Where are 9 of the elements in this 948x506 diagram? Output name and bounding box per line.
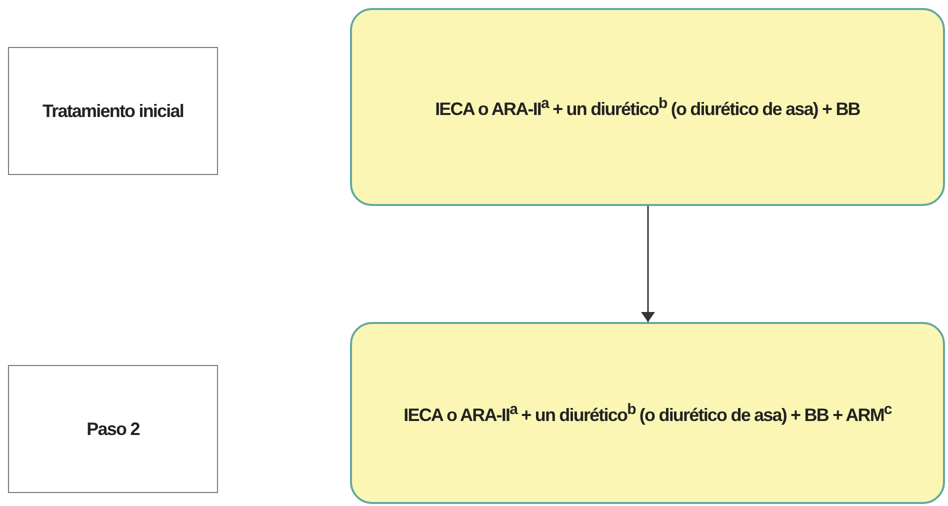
arrow bbox=[641, 206, 655, 322]
stage-text: Paso 2 bbox=[86, 418, 140, 440]
treatment-step-box bbox=[350, 322, 945, 504]
treatment-text: IECA o ARA-II$^{a}$ + un diurético$^{b}$ (o diurético de asa) + BB bbox=[434, 94, 861, 120]
stage-label-box bbox=[8, 47, 218, 175]
treatment-step-box bbox=[350, 8, 945, 206]
stage-label-box bbox=[8, 365, 218, 493]
treatment-text: IECA o ARA-II$^{a}$ + un diurético$^{b}$ (o diurético de asa) + BB + ARM$^{c}$ bbox=[402, 400, 893, 426]
stage-text: Tratamiento inicial bbox=[42, 100, 184, 122]
